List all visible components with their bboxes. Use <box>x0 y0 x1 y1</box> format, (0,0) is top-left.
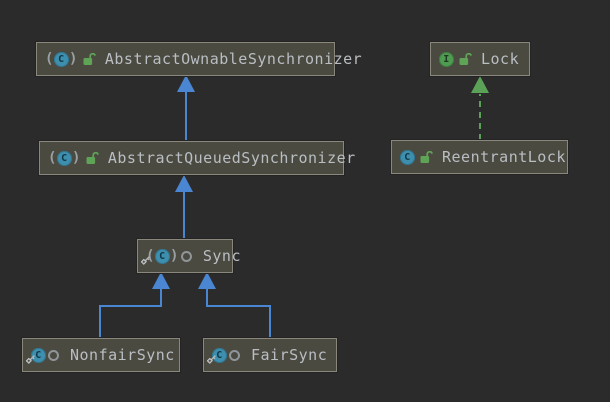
class-letter-badge: C <box>154 248 170 264</box>
class-letter-badge: C <box>400 149 415 165</box>
class-icon: C <box>25 346 46 364</box>
extends-edge-aqs-to-aos <box>177 75 195 141</box>
abstract-class-icon: ( C ) <box>140 247 179 265</box>
class-icon: C <box>206 346 227 364</box>
class-node-reentrant-lock[interactable]: C ReentrantLock <box>391 140 568 174</box>
key-overlay-icon <box>206 350 218 368</box>
public-open-lock-icon <box>459 52 472 66</box>
class-node-sync[interactable]: ( C ) Sync <box>137 239 240 273</box>
class-name: ReentrantLock <box>442 148 566 166</box>
class-name: NonfairSync <box>70 346 175 364</box>
extends-edge-fairsync-to-sync <box>198 272 271 338</box>
interface-name: Lock <box>481 50 520 68</box>
interface-icon: I <box>439 50 454 68</box>
class-letter-badge: C <box>31 347 46 363</box>
key-overlay-icon <box>140 251 152 269</box>
key-overlay-icon <box>25 350 37 368</box>
public-open-lock-icon <box>83 52 96 66</box>
class-name: Sync <box>202 247 241 265</box>
public-open-lock-icon <box>420 150 433 164</box>
package-private-icon <box>180 250 192 262</box>
class-node-nonfair-sync[interactable]: C NonfairSync <box>22 338 180 372</box>
class-name: FairSync <box>251 346 328 364</box>
package-private-icon <box>48 349 59 361</box>
class-letter-badge: C <box>56 150 72 166</box>
class-name: AbstractQueuedSynchronizer <box>107 149 356 167</box>
class-name: AbstractOwnableSynchronizer <box>104 50 363 68</box>
class-node-abstract-queued-synchronizer[interactable]: ( C ) AbstractQueuedSynchronizer <box>39 141 355 175</box>
interface-letter-badge: I <box>439 51 454 67</box>
implements-edge-reentrantlock-to-lock <box>471 76 489 140</box>
interface-node-lock[interactable]: I Lock <box>430 42 530 76</box>
class-node-abstract-ownable-synchronizer[interactable]: ( C ) AbstractOwnableSynchronizer <box>36 42 362 76</box>
public-open-lock-icon <box>86 151 99 165</box>
class-letter-badge: C <box>53 51 69 67</box>
package-private-icon <box>229 349 240 361</box>
extends-edge-nonfairsync-to-sync <box>99 272 170 338</box>
abstract-class-icon: ( C ) <box>45 50 78 67</box>
abstract-class-icon: ( C ) <box>48 149 81 166</box>
class-node-fair-sync[interactable]: C FairSync <box>203 338 337 372</box>
extends-edge-sync-to-aqs <box>175 175 193 239</box>
class-icon: C <box>400 148 415 166</box>
class-letter-badge: C <box>212 347 227 363</box>
